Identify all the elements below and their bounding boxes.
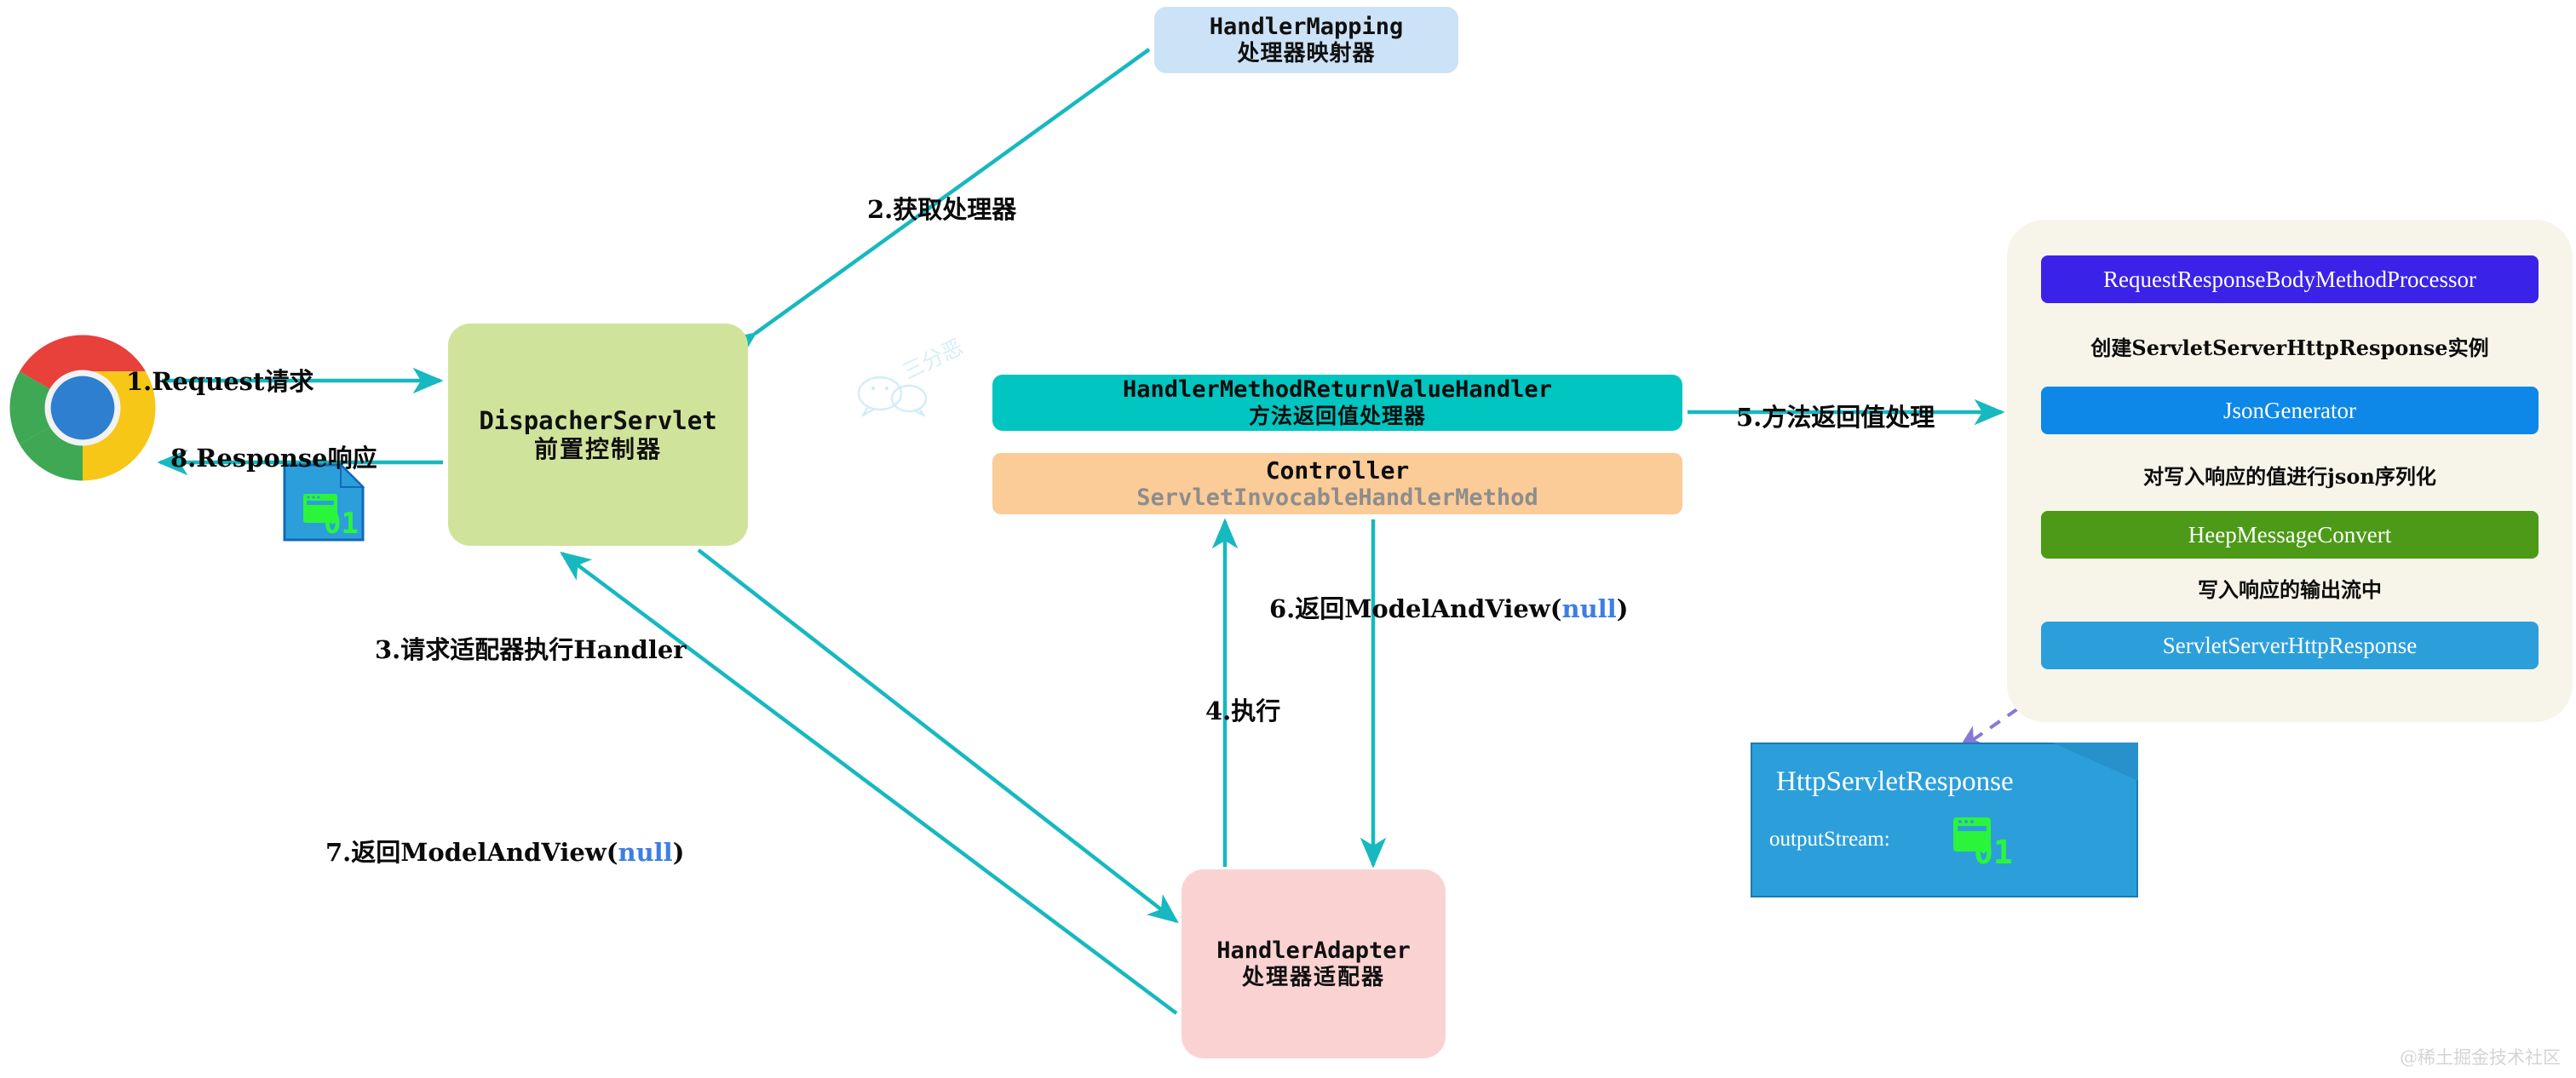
- edge-label-get-handler: 2.获取处理器: [867, 195, 1017, 224]
- node-handler-adapter-line1: HandlerAdapter: [1216, 937, 1411, 964]
- edge-label-7-suffix: ): [672, 838, 685, 867]
- node-return-value-handler[interactable]: HandlerMethodReturnValueHandler 方法返回值处理器: [992, 375, 1682, 431]
- edge-label-6-null: null: [1561, 594, 1617, 623]
- panel-edge-label-write-output-stream: 写入响应的输出流中: [2198, 577, 2382, 602]
- node-controller[interactable]: Controller ServletInvocableHandlerMethod: [992, 453, 1682, 514]
- edge-get-handler: [724, 48, 1151, 361]
- edge-label-return-value-process: 5.方法返回值处理: [1736, 403, 1935, 432]
- panel-edge-label-create-response: 创建ServletServerHttpResponse实例: [2090, 335, 2489, 360]
- edge-label-response: 8.Response响应: [170, 444, 377, 473]
- edge-label-adapter-exec: 3.请求适配器执行Handler: [375, 635, 687, 664]
- node-dispatcher-servlet[interactable]: DispacherServlet 前置控制器: [448, 324, 748, 546]
- note-title: HttpServletResponse: [1776, 766, 2014, 797]
- edge-label-7-prefix: 7.返回ModelAndView(: [325, 838, 618, 867]
- panel-node-json-generator[interactable]: JsonGenerator: [2041, 387, 2539, 434]
- node-controller-line2: ServletInvocableHandlerMethod: [1136, 484, 1538, 511]
- credit-watermark: @稀土掘金技术社区: [2400, 1047, 2561, 1068]
- wechat-watermark-icon: 三分恶: [857, 334, 967, 417]
- node-handler-adapter[interactable]: HandlerAdapter 处理器适配器: [1182, 869, 1446, 1058]
- node-return-value-handler-line2: 方法返回值处理器: [1248, 404, 1426, 429]
- node-handler-adapter-line2: 处理器适配器: [1241, 964, 1385, 990]
- node-handler-mapping-line2: 处理器映射器: [1237, 40, 1376, 66]
- node-return-value-handler-line1: HandlerMethodReturnValueHandler: [1123, 376, 1552, 404]
- panel-node-servlet-server-http-response[interactable]: ServletServerHttpResponse: [2041, 622, 2539, 669]
- edge-label-6-prefix: 6.返回ModelAndView(: [1269, 594, 1562, 623]
- binary-file-icon: 01: [1953, 817, 2013, 871]
- panel-node-heep-message-convert[interactable]: HeepMessageConvert: [2041, 511, 2539, 559]
- panel-edge-label-json-serialize: 对写入响应的值进行json序列化: [2143, 464, 2436, 489]
- edge-label-request: 1.Request请求: [126, 367, 314, 396]
- node-handler-mapping[interactable]: HandlerMapping 处理器映射器: [1154, 7, 1458, 73]
- note-field-outputstream: outputStream:: [1769, 828, 1890, 851]
- note-http-servlet-response[interactable]: HttpServletResponse outputStream: 01: [1751, 743, 2138, 897]
- edge-label-6-suffix: ): [1616, 594, 1629, 623]
- wechat-watermark-text: 三分恶: [899, 334, 967, 384]
- chrome-icon: [9, 335, 156, 481]
- node-dispatcher-servlet-line1: DispacherServlet: [479, 405, 717, 435]
- note-body: [1751, 743, 2138, 897]
- panel-node-request-response-body-method-processor[interactable]: RequestResponseBodyMethodProcessor: [2041, 255, 2539, 303]
- edge-adapter-exec: [697, 548, 1179, 924]
- edge-label-return-mav-6: 6.返回ModelAndView(null): [1269, 589, 1628, 625]
- edge-label-return-mav-7: 7.返回ModelAndView(null): [325, 833, 684, 869]
- edge-label-execute: 4.执行: [1205, 697, 1281, 725]
- node-controller-line1: Controller: [1265, 456, 1410, 485]
- node-dispatcher-servlet-line2: 前置控制器: [533, 435, 662, 464]
- svg-text:01: 01: [324, 507, 359, 541]
- binary-file-icon: 01: [283, 462, 365, 542]
- edge-return-mav-7: [560, 551, 1178, 1015]
- node-handler-mapping-line1: HandlerMapping: [1209, 13, 1404, 40]
- svg-text:01: 01: [1974, 834, 2013, 871]
- edge-label-7-null: null: [618, 838, 673, 867]
